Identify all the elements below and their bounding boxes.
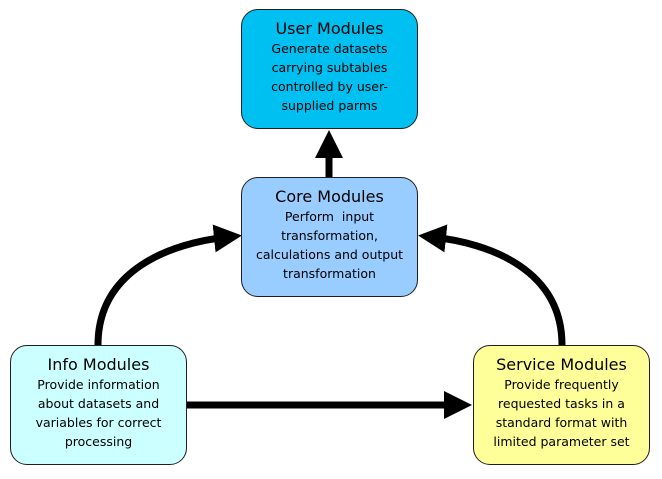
info-modules-box: Info Modules Provide information about d… [10,345,187,465]
core-modules-line: transformation [283,266,376,281]
user-modules-title: User Modules [275,19,384,38]
service-modules-line: Provide frequently [504,377,619,392]
info-modules-title: Info Modules [47,355,150,374]
info-modules-line: about datasets and [37,396,160,411]
info-modules-line: processing [64,434,133,449]
core-modules-description: Perform input transformation, calculatio… [242,207,417,283]
arrow-info-to-core [94,224,242,346]
info-modules-line: variables for correct [35,415,162,430]
service-modules-line: requested tasks in a [498,396,625,411]
info-modules-description: Provide information about datasets and v… [11,375,186,451]
service-modules-description: Provide frequently requested tasks in a … [474,375,649,451]
core-modules-box: Core Modules Perform input transformatio… [241,177,418,297]
info-modules-line: Provide information [37,377,160,392]
core-modules-line: Perform input [284,209,375,224]
user-modules-description: Generate datasets carrying subtables con… [242,39,417,115]
user-modules-line: controlled by user- [271,79,388,94]
arrow-service-to-core [418,224,566,346]
core-modules-title: Core Modules [275,187,384,206]
core-modules-line: calculations and output [255,247,404,262]
user-modules-line: carrying subtables [271,60,388,75]
user-modules-line: Generate datasets [271,41,388,56]
service-modules-box: Service Modules Provide frequently reque… [473,345,650,465]
core-modules-line: transformation, [281,228,378,243]
service-modules-line: standard format with [495,415,628,430]
user-modules-line: supplied parms [281,98,378,113]
service-modules-title: Service Modules [496,355,627,374]
service-modules-line: limited parameter set [493,434,630,449]
user-modules-box: User Modules Generate datasets carrying … [241,9,418,129]
